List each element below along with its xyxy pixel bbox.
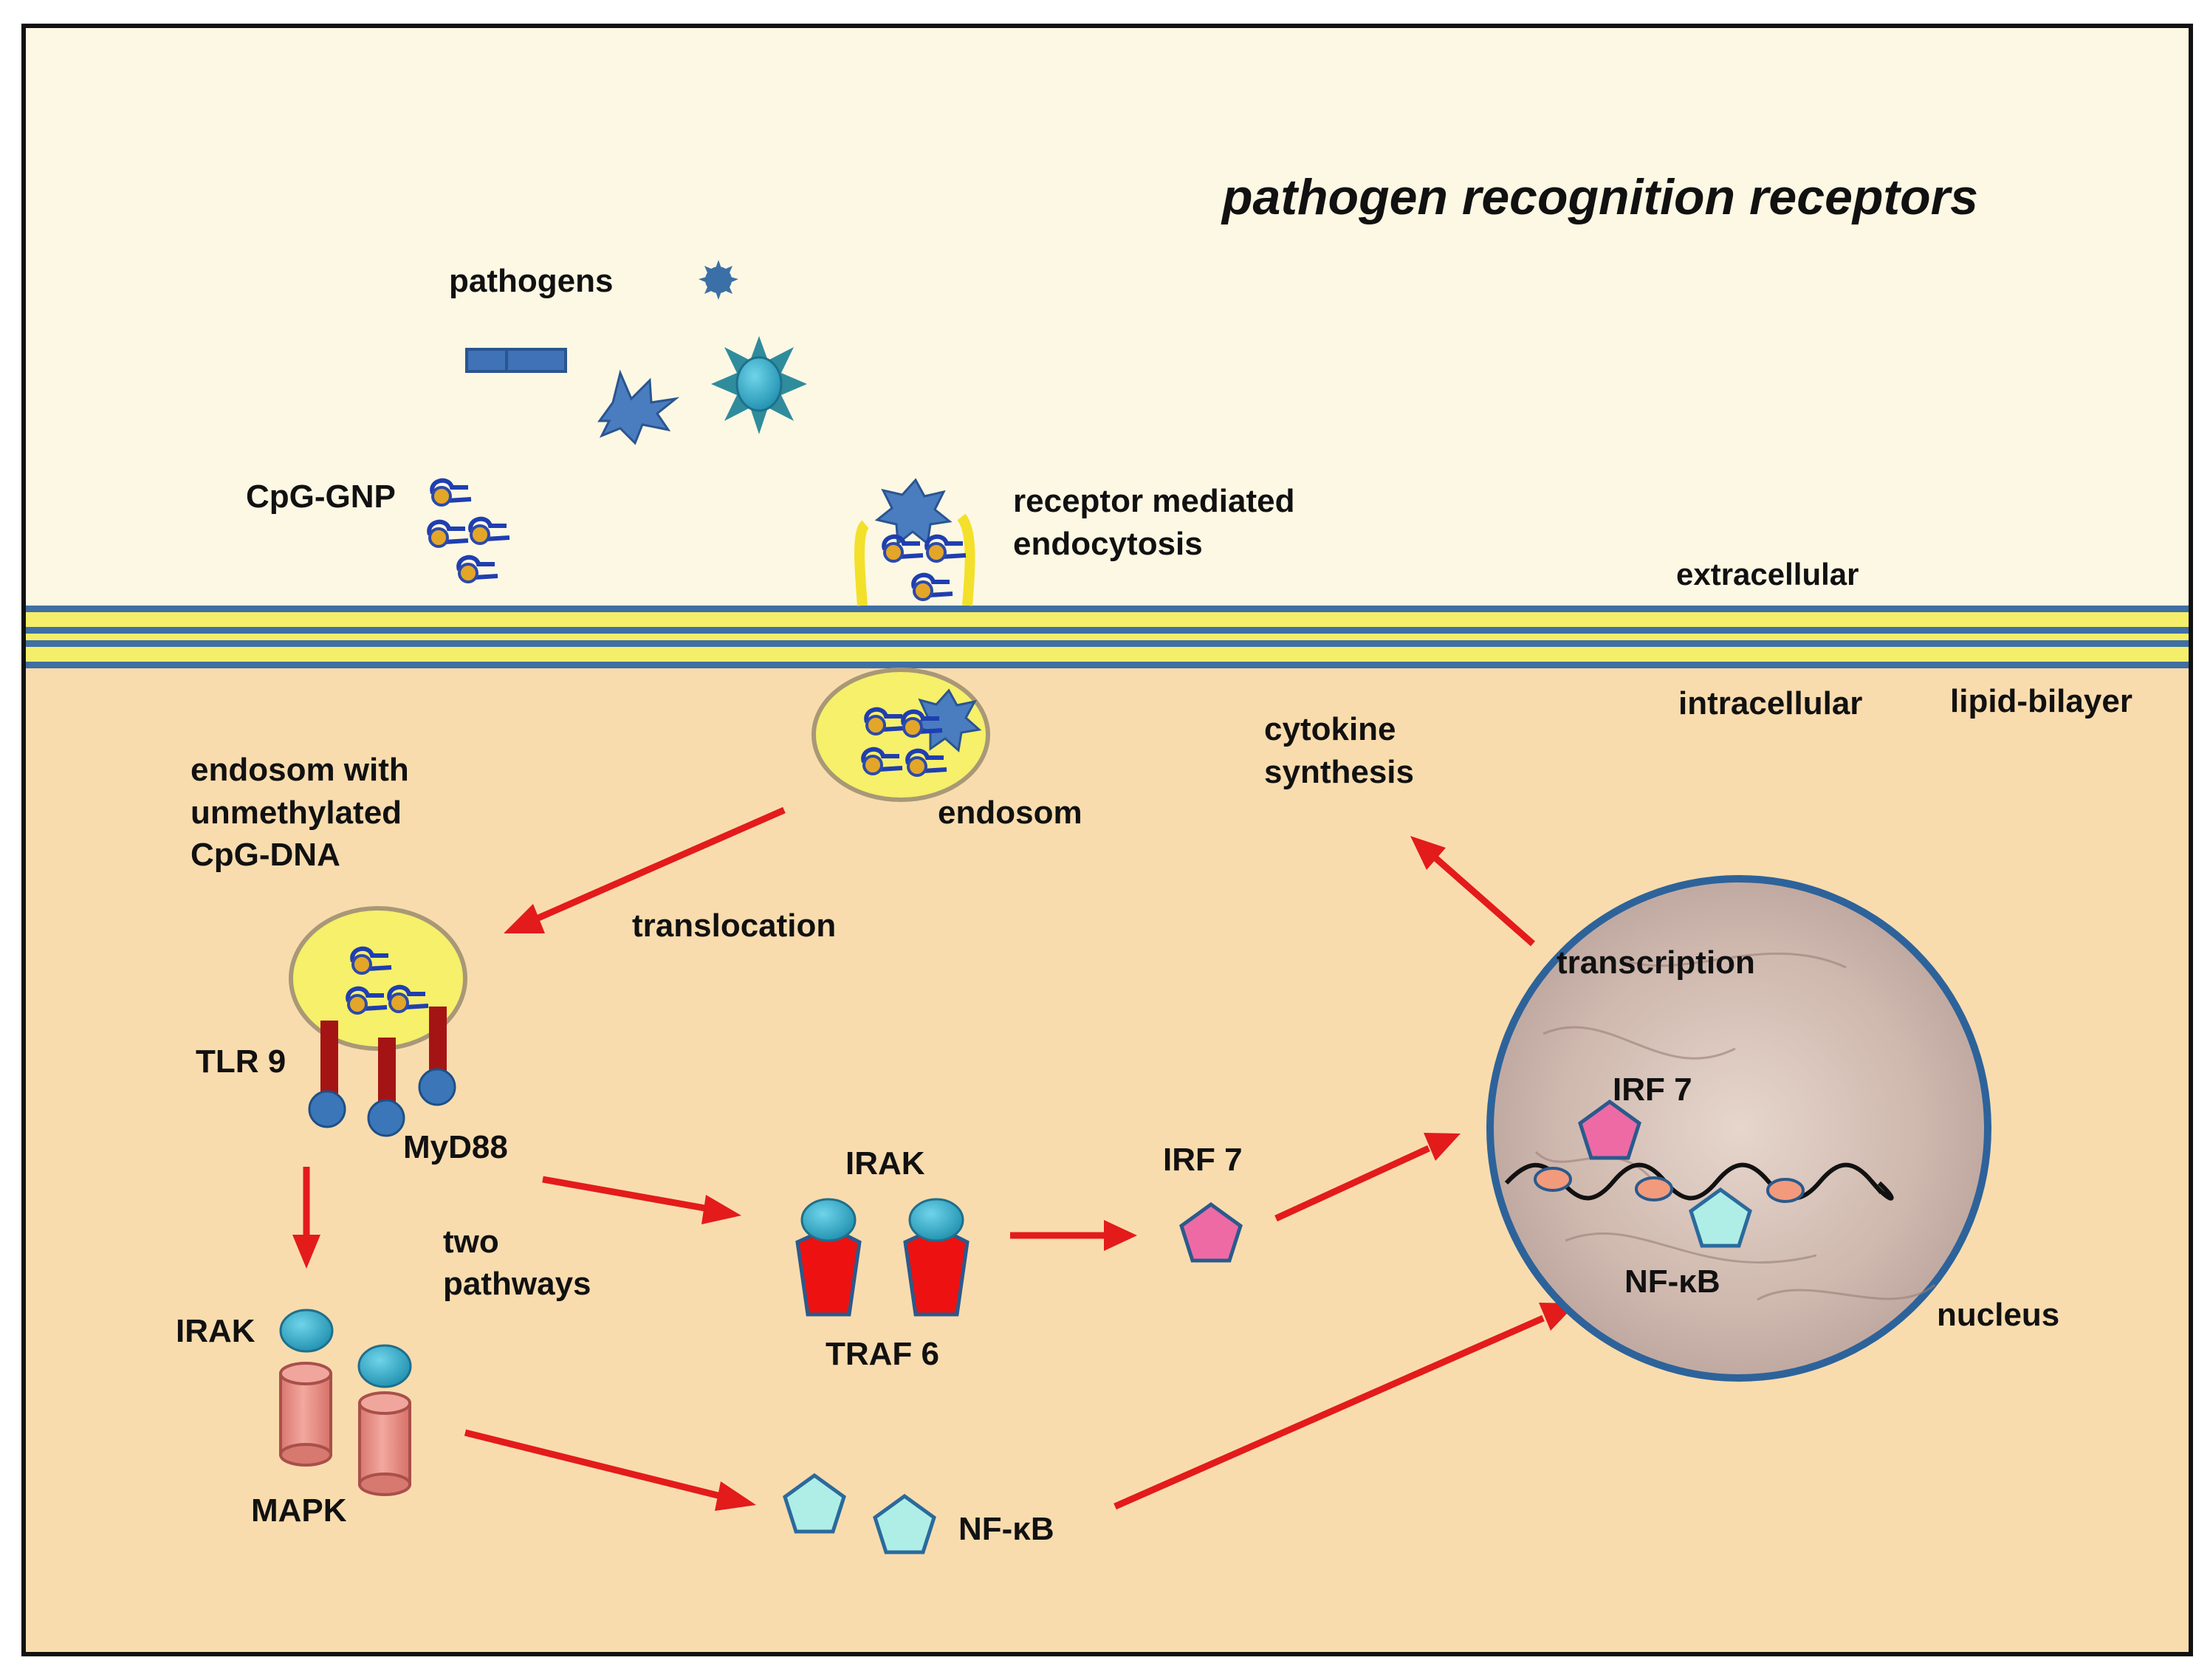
lipid-bilayer-membrane [26,606,2189,668]
endosome-vesicle-icon [811,668,990,802]
cytokine-label-line1: cytokine [1264,711,1396,747]
lipid-bilayer-label: lipid-bilayer [1950,683,2132,719]
endocytosis-label: endocytosis [1013,526,1203,562]
mapk-to-nfkb-arrow [464,1429,756,1511]
pathogen-star-virus-icon [711,336,807,434]
myd88-adapter-icon [308,1068,456,1137]
endosom-with-label-line2: unmethylated [191,795,402,831]
traf6-label: TRAF 6 [826,1336,939,1372]
translocation-label: translocation [632,908,836,944]
cytokine-label-line2: synthesis [1264,754,1414,790]
endosom-with-label-line1: endosom with [191,752,409,788]
pathway-down-arrow [292,1167,320,1269]
irak-left-label: IRAK [176,1313,255,1349]
tlr9-label: TLR 9 [196,1043,286,1080]
figure-title: pathogen recognition receptors [1221,169,1978,225]
irak-mid-label: IRAK [845,1145,925,1182]
two-pathways-label-line1: two [443,1224,499,1260]
translocation-arrow [504,806,786,933]
traf6-to-irf7-arrow [1010,1220,1137,1251]
transcription-label: transcription [1557,944,1755,981]
mapk-label: MAPK [251,1492,347,1529]
irak-ball-icon [279,1309,412,1388]
pathogen-spiky-icon [597,369,680,445]
extracellular-region [26,28,2189,606]
pathogens-label: pathogens [449,263,613,299]
two-pathways-label-line2: pathways [443,1266,591,1302]
endosom-label: endosom [938,795,1082,831]
endocytosis-pit-icon [854,478,975,606]
mapk-cylinder-icon [279,1362,411,1496]
extracellular-label: extracellular [1676,557,1859,592]
irf7-nucleus-label: IRF 7 [1613,1072,1692,1108]
transcription-to-cytokine-arrow [1410,836,1535,947]
pathogen-rod-bacterium-icon [465,348,567,373]
nucleus-icon [1486,875,1991,1382]
intracellular-label: intracellular [1678,685,1862,721]
nfkb-nucleus-label: NF-κB [1624,1264,1720,1300]
pathogen-small-virus-icon [699,260,738,300]
irak-traf6-complex-icon [795,1198,970,1317]
nfkb-bottom-label: NF-κB [958,1511,1054,1547]
irf7-to-nucleus-arrow [1274,1133,1461,1222]
nucleus-label: nucleus [1937,1297,2059,1333]
endosom-with-label-line3: CpG-DNA [191,837,340,873]
myd88-label: MyD88 [403,1129,508,1165]
irf7-mid-label: IRF 7 [1163,1142,1243,1178]
cpg-gnp-label: CpG-GNP [246,479,396,515]
myd88-to-irak-arrow [542,1176,741,1224]
receptor-mediated-label: receptor mediated [1013,483,1294,519]
